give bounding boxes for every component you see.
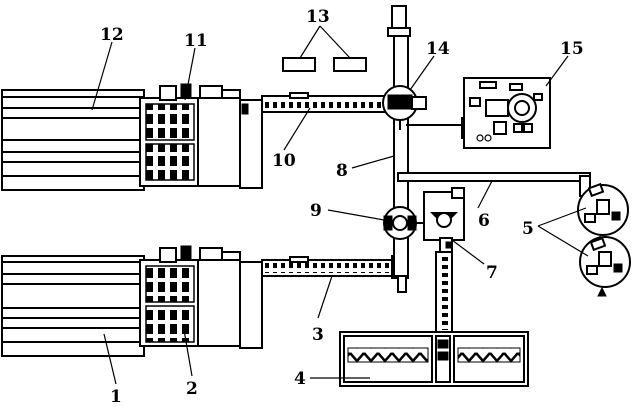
label-12: 12 [100,25,124,45]
upper-machine [1,83,263,191]
lower-frame-body [1,255,145,357]
label-14: 14 [426,39,450,59]
screw-tanks [339,331,529,387]
label-3: 3 [312,325,324,345]
label-1: 1 [110,387,122,407]
label-10: 10 [272,151,296,171]
rotary-joint-upper [382,85,427,130]
label-4: 4 [294,369,306,389]
rotary-joint-lower [383,206,424,240]
items-13 [282,57,367,72]
label-13: 13 [306,7,330,27]
lower-conveyor [261,255,409,279]
label-9: 9 [310,201,322,221]
turntable-lower [579,236,631,297]
vertical-conveyor-to-tank [435,251,453,333]
vertical-shaft [387,5,411,293]
label-2: 2 [186,379,198,399]
control-panel [406,77,551,149]
lower-machine [1,245,263,357]
label-5: 5 [522,219,534,239]
label-8: 8 [336,161,348,181]
drive-unit-7 [423,187,465,253]
turntable-upper [577,182,629,245]
callout-labels: 12 11 13 14 15 10 8 9 6 5 7 3 4 1 2 [100,7,584,407]
label-15: 15 [560,39,584,59]
leader-lines [91,25,589,385]
upper-conveyor [261,92,389,113]
label-11: 11 [184,31,208,51]
label-7: 7 [486,263,498,283]
label-6: 6 [478,211,490,231]
